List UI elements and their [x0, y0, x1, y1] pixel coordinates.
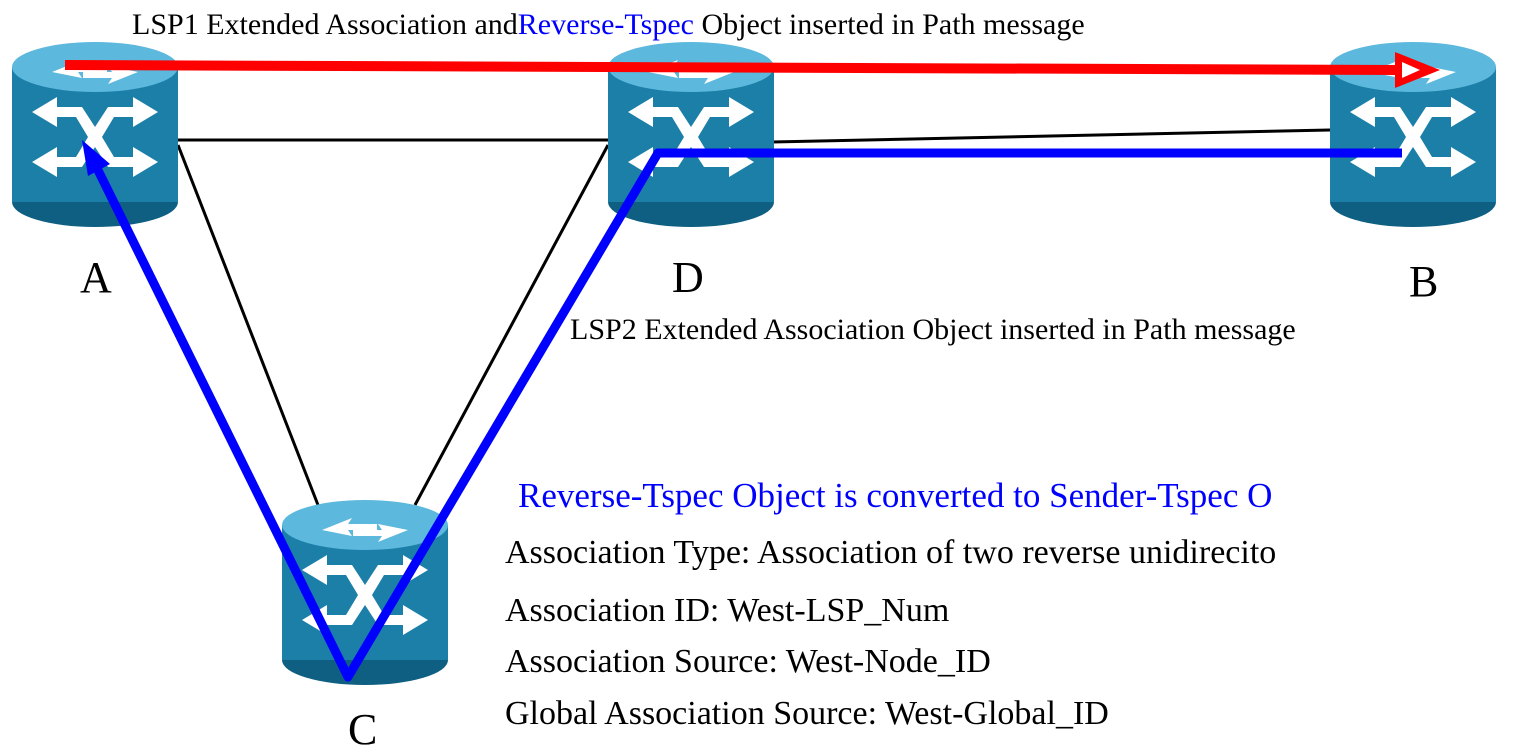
link-a-c [176, 144, 320, 506]
node-label-a: A [80, 253, 112, 302]
lsp1-label: LSP1 Extended Association andReverse-Tsp… [132, 10, 1085, 40]
lsp2-path [87, 148, 1402, 682]
info-association-type: Association Type: Association of two rev… [505, 534, 1277, 571]
node-label-b: B [1409, 257, 1439, 306]
lsp1-label-prefix: LSP1 Extended Association and [132, 8, 518, 41]
lsp1-label-highlight: Reverse-Tspec [517, 8, 694, 41]
node-label-c: C [348, 705, 378, 747]
arrowhead-icon-lsp2 [82, 140, 110, 176]
link-d-c [413, 144, 610, 506]
lsp1-label-suffix: Object inserted in Path message [693, 8, 1085, 41]
lsp1-arrow [64, 60, 1401, 75]
info-title: Reverse-Tspec Object is converted to Sen… [518, 476, 1273, 515]
node-label-d: D [672, 253, 704, 302]
arrowhead-inner [1402, 62, 1420, 78]
info-association-id: Association ID: West-LSP_Num [505, 592, 950, 629]
info-association-source: Association Source: West-Node_ID [505, 643, 991, 680]
info-global-association-source: Global Association Source: West-Global_I… [505, 695, 1109, 732]
link-d-b [771, 128, 1331, 144]
lsp2-label: LSP2 Extended Association Object inserte… [570, 313, 1296, 346]
